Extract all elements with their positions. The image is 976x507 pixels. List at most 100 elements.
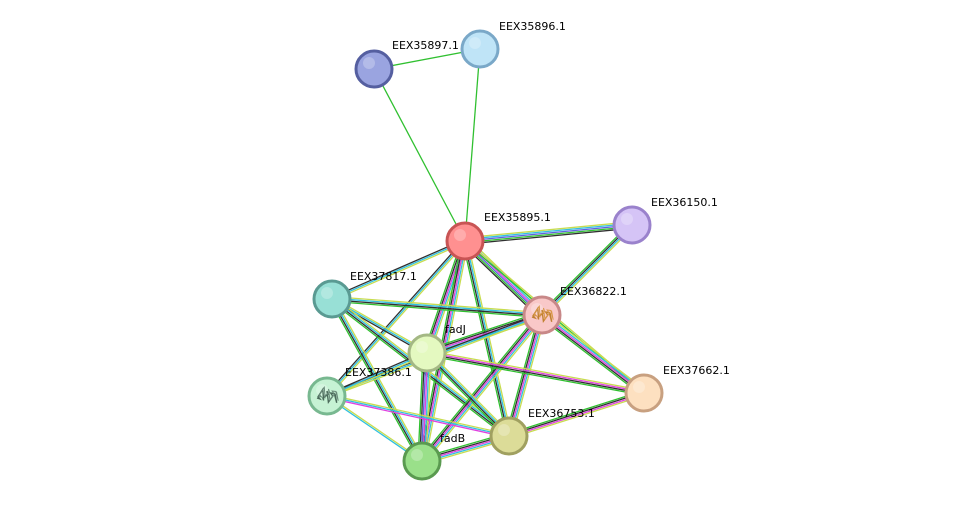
node-label: EEX36822.1 [560,285,627,298]
node-circle[interactable] [612,205,652,245]
edge-channel-experiment [541,314,645,394]
edge-channel-neighborhood [331,300,542,319]
edge-channel-neighborhood [464,48,481,242]
node-circle[interactable] [407,333,447,373]
edge-eex37817-1-fadb [329,297,425,463]
protein-structure-icon [531,304,554,324]
node-eex36753-1[interactable]: EEX36753.1 [489,407,595,456]
edge-channel-coexpression [540,223,632,315]
edge-channel-neighborhood [539,317,643,397]
node-highlight [454,229,466,241]
edge-channel-textmining [327,393,510,436]
structure-trace [318,385,339,402]
edge-eex35895-1-eex37386-1 [325,239,467,398]
edge-channel-textmining [543,311,647,391]
structure-trace [533,304,554,321]
edge-channel-experiment [426,314,543,354]
node-eex36822-1[interactable]: EEX36822.1 [522,285,627,335]
node-label: fadJ [445,323,466,336]
edge-channel-textmining [427,350,645,392]
edge-channel-database [542,225,634,317]
edge-channel-textmining [423,316,545,464]
node-eex37386-1[interactable]: EEX37386.1 [307,366,412,416]
edge-channel-neighborhood [505,313,540,436]
edge-channel-coexpression [420,313,542,461]
node-circle[interactable] [312,279,352,319]
node-label: EEX36150.1 [651,196,718,209]
edge-channel-textmining [332,241,466,302]
edge-channel-textmining [327,241,467,398]
node-circle[interactable] [489,416,529,456]
node-eex37817-1[interactable]: EEX37817.1 [312,270,417,319]
edge-eex36822-1-fadb [419,312,545,464]
edge-channel-coexpression [506,314,542,436]
node-label: EEX36753.1 [528,407,595,420]
node-eex35896-1[interactable]: EEX35896.1 [460,20,566,69]
edge-channel-textmining [509,394,645,439]
edge-channel-coexpression [424,240,465,353]
node-label: EEX37817.1 [350,270,417,283]
edge-channel-neighborhood [419,312,541,460]
node-circle[interactable] [445,221,485,261]
node-eex36150-1[interactable]: EEX36150.1 [612,196,718,245]
edge-channel-textmining [332,295,543,314]
edge-channel-neighborhood [539,222,631,314]
edge-channel-experiment [427,351,645,393]
edge-channel-experiment [508,314,543,437]
edge-eex37386-1-eex36753-1 [326,393,510,439]
edge-channel-neighborhood [465,225,633,244]
edge-eex37817-1-eex36822-1 [331,295,543,319]
edge-channel-textmining [464,221,632,239]
node-circle[interactable] [354,49,394,89]
edge-layer [325,48,647,465]
node-fadb[interactable]: fadB [402,432,465,481]
edge-channel-database [332,297,543,315]
node-highlight [621,213,633,225]
node-highlight [469,37,481,49]
node-circle[interactable] [624,373,664,413]
node-label: EEX35897.1 [392,39,459,52]
node-label: fadB [440,432,465,445]
edge-eex35897-1-eex35895-1 [373,68,466,242]
edge-channel-database [332,298,424,461]
edge-channel-neighborhood [424,354,508,439]
edge-channel-coexpression [426,353,644,395]
node-eex37662-1[interactable]: EEX37662.1 [624,364,730,413]
edge-eex35895-1-eex37817-1 [331,238,466,302]
edge-eex35895-1-eex36753-1 [462,240,512,437]
edge-channel-coexpression [465,227,633,245]
edge-channel-coexpression [331,299,542,317]
node-label: EEX37386.1 [345,366,412,379]
edge-channel-neighborhood [426,354,644,396]
edge-channel-coexpression [325,239,465,396]
edge-channel-experiment [509,393,645,438]
edge-channel-database [422,315,544,463]
node-eex35895-1[interactable]: EEX35895.1 [445,211,551,261]
edge-channel-textmining [466,240,512,436]
node-highlight [633,381,645,393]
protein-structure-icon [316,385,339,405]
edge-fadj-eex37662-1 [426,350,645,396]
edge-channel-database [331,240,466,300]
edge-channel-textmining [511,315,546,438]
edge-channel-database [427,315,543,356]
edge-eex36822-1-eex36753-1 [505,313,546,438]
node-highlight [498,424,510,436]
edge-channel-coexpression [463,241,509,437]
edge-channel-textmining [543,226,635,318]
edge-eex36822-1-eex37662-1 [539,311,647,397]
edge-channel-textmining [428,350,512,435]
edge-channel-database [542,313,646,393]
edge-channel-coexpression [540,315,644,395]
node-fadj[interactable]: fadJ [407,323,466,373]
node-eex35897-1[interactable]: EEX35897.1 [354,39,459,89]
node-label: EEX37662.1 [663,364,730,377]
edge-channel-database [464,222,632,241]
edge-channel-coexpression [426,312,542,353]
node-circle[interactable] [402,441,442,481]
edge-eex35895-1-eex36150-1 [464,221,633,245]
node-circle[interactable] [460,29,500,69]
edge-channel-database [326,395,510,437]
edge-channel-neighborhood [329,299,421,463]
